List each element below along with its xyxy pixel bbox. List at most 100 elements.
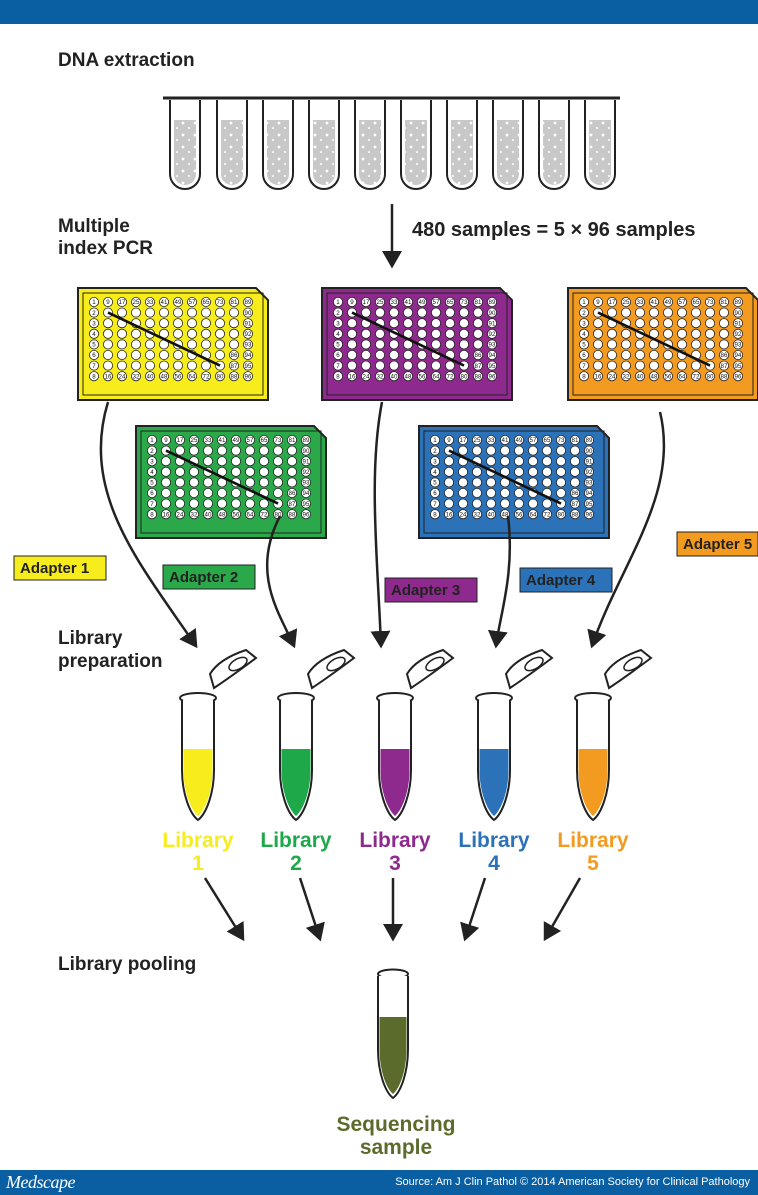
- plate-well: [244, 445, 255, 456]
- plate-well: [158, 307, 169, 318]
- plate-well: [444, 318, 455, 329]
- plate-well: [130, 307, 141, 318]
- plate-well: [458, 307, 469, 318]
- plate-well: [579, 307, 590, 318]
- plate-well: [429, 509, 440, 520]
- plate-well: [117, 360, 128, 371]
- plate-well: [733, 307, 744, 318]
- plate-well: [174, 477, 185, 488]
- plate-well: [570, 466, 581, 477]
- plate-well: [146, 456, 157, 467]
- plate-well: [202, 498, 213, 509]
- plate-well: [202, 477, 213, 488]
- plate-well: [374, 328, 385, 339]
- plate-well-label: 6: [150, 490, 154, 497]
- plate-well: [402, 307, 413, 318]
- plate-well-label: 48: [651, 373, 658, 380]
- plate-well-label: 49: [233, 437, 240, 444]
- plate-well: [691, 307, 702, 318]
- plate-well: [117, 371, 128, 382]
- plate-well: [719, 296, 730, 307]
- plate-well: [457, 498, 468, 509]
- plate-well-label: 72: [693, 373, 700, 380]
- plate-well: [174, 466, 185, 477]
- plate-well: [272, 477, 283, 488]
- plate-well: [485, 445, 496, 456]
- plate-well: [649, 360, 660, 371]
- library-label-number: 3: [389, 852, 401, 875]
- plate-well-label: 88: [572, 511, 579, 518]
- plate-well: [570, 509, 581, 520]
- plate-well: [733, 360, 744, 371]
- plate-well: [635, 349, 646, 360]
- plate-well: [272, 434, 283, 445]
- plate-well: [607, 328, 618, 339]
- plate-well: [570, 445, 581, 456]
- plate-well: [649, 318, 660, 329]
- plate-well: [230, 456, 241, 467]
- plate-well-label: 5: [336, 342, 340, 349]
- plate-well: [457, 466, 468, 477]
- plate-well-label: 9: [447, 437, 451, 444]
- step-index-pcr-line2: index PCR: [58, 238, 153, 259]
- plate-well-label: 16: [105, 373, 112, 380]
- plate-well: [172, 296, 183, 307]
- plate-well: [443, 509, 454, 520]
- step-dna-extraction: DNA extraction: [58, 50, 195, 71]
- plate-well-label: 88: [475, 373, 482, 380]
- plate-well: [172, 349, 183, 360]
- plate-well-label: 4: [433, 469, 437, 476]
- plate-well: [388, 318, 399, 329]
- plate-well-label: 48: [502, 511, 509, 518]
- plate-well: [429, 434, 440, 445]
- plate-well-label: 88: [231, 373, 238, 380]
- plate-well-label: 2: [582, 310, 586, 317]
- plate-well: [528, 466, 539, 477]
- plate-well-label: 92: [586, 469, 593, 476]
- plate-well-label: 32: [474, 511, 481, 518]
- plate-well: [242, 339, 253, 350]
- plate-well-label: 16: [446, 511, 453, 518]
- adapter-label-text: Adapter 2: [169, 569, 238, 586]
- plate-well: [705, 318, 716, 329]
- plate-well: [733, 296, 744, 307]
- plate-well: [444, 339, 455, 350]
- plate-well: [663, 328, 674, 339]
- plate-well: [388, 360, 399, 371]
- sample-path-line: [448, 449, 562, 505]
- plate-well: [719, 360, 730, 371]
- plate-well-label: 90: [735, 310, 742, 317]
- plate-well-label: 40: [637, 373, 644, 380]
- plate-well: [216, 487, 227, 498]
- plate-well: [216, 445, 227, 456]
- plate-well: [584, 466, 595, 477]
- plate-well: [242, 360, 253, 371]
- pool-arrow-1: [203, 877, 245, 942]
- library-label-number: 2: [290, 852, 302, 875]
- plate-well: [242, 318, 253, 329]
- plate-well: [130, 360, 141, 371]
- plate-well: [172, 371, 183, 382]
- plate-well-label: 57: [530, 437, 537, 444]
- plate-well: [416, 371, 427, 382]
- plate-well: [570, 434, 581, 445]
- plate-well-label: 25: [191, 437, 198, 444]
- plate-well-label: 49: [516, 437, 523, 444]
- plate-well: [117, 328, 128, 339]
- plate-well: [429, 477, 440, 488]
- plate-well: [677, 318, 688, 329]
- plate-well: [216, 434, 227, 445]
- plate-well-label: 3: [582, 320, 586, 327]
- plate-well: [719, 371, 730, 382]
- plate-well: [472, 318, 483, 329]
- plate-well-label: 64: [247, 511, 254, 518]
- plate-well: [457, 477, 468, 488]
- plate-well: [471, 466, 482, 477]
- plate-well: [242, 328, 253, 339]
- plate-well: [542, 498, 553, 509]
- plate-well: [579, 318, 590, 329]
- plate-well-label: 89: [735, 299, 742, 306]
- plate-well-label: 17: [177, 437, 184, 444]
